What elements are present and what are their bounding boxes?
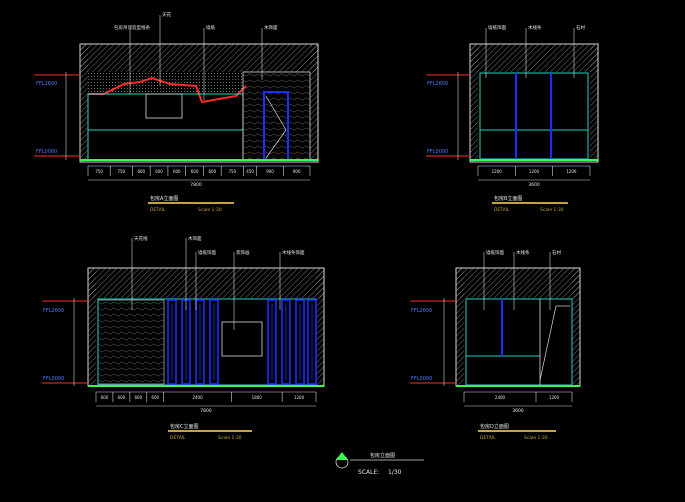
callout-label: 石材 [552, 249, 561, 256]
dimension-label: 750 [117, 169, 125, 174]
wood-slats [167, 299, 317, 385]
callout-label: 装饰画 [236, 249, 250, 256]
stone-wall [97, 299, 165, 385]
dimension-label: 450 [246, 169, 254, 174]
callout-label: 木饰面 [264, 24, 278, 31]
level-top: FFL2600 [427, 81, 448, 87]
level-bottom: FFL0000 [411, 376, 432, 382]
level-top: FFL2600 [36, 81, 57, 87]
dimension-label: 600 [208, 169, 216, 174]
callout-label: 天花 [162, 11, 171, 18]
callout-label: 墙纸饰面 [488, 24, 506, 31]
dimension-row: 1200 1200 1200 [477, 166, 591, 176]
sheet-scale-value: 1/30 [388, 469, 402, 476]
dimension-label: 600 [118, 395, 126, 400]
wood-slat [267, 299, 277, 385]
dimension-label: 600 [134, 395, 142, 400]
level-top: FFL2600 [411, 308, 432, 314]
scale-label: Scale 1:30 [218, 435, 242, 441]
view-title: 包房B立面图 [494, 195, 522, 202]
dimension-label: 600 [191, 169, 199, 174]
wood-slat [195, 299, 205, 385]
total-dimension: 7800 [190, 182, 202, 188]
dimension-label: 600 [101, 395, 109, 400]
dimension-label: 1200 [492, 169, 503, 174]
dimension-label: 600 [173, 169, 181, 174]
dimension-label: 600 [137, 169, 145, 174]
callout-label: 木线条 [528, 24, 542, 31]
dimension-label: 600 [155, 169, 163, 174]
wood-slat [281, 299, 291, 385]
dimension-label: 1200 [294, 395, 305, 400]
elevation-d: FFL2600 FFL0000 墙纸饰面 木线条 石材 2400 1200 360… [410, 249, 581, 441]
callout-label: 包房吊顶造型线条 [114, 24, 150, 31]
wood-slat [307, 299, 317, 385]
dimension-label: 1200 [529, 169, 540, 174]
dimension-row: 750 750 600 600 600 600 600 750 450 900 900 [87, 166, 311, 176]
level-markers: FFL2600 FFL0000 [34, 72, 80, 160]
left-wall-hatch [80, 44, 88, 162]
dimension-label: 2400 [495, 395, 506, 400]
total-dimension: 3600 [528, 182, 540, 188]
callout-label: 墙纸 [206, 24, 215, 31]
scale-label: Scale 1:30 [540, 207, 564, 213]
wood-slat [167, 299, 177, 385]
elevation-c: FFL2600 FFL0000 天花线 木饰面 墙纸饰面 装饰画 木线条饰面 6… [42, 235, 325, 441]
callout-label: 木线条 [516, 249, 530, 256]
callout-label: 天花线 [134, 235, 148, 242]
sheet-title-block: 包房立面图 SCALE: 1/30 [335, 452, 424, 476]
level-bottom: FFL0000 [43, 376, 64, 382]
dimension-row: 2400 1200 [463, 392, 573, 402]
total-dimension: 3600 [512, 408, 524, 414]
wood-slat [209, 299, 219, 385]
view-title: 包房C立面图 [170, 423, 199, 430]
view-title: 包房D立面图 [480, 423, 509, 430]
sheet-scale-label: SCALE: [358, 469, 379, 476]
callout-label: 墙纸饰面 [198, 249, 216, 256]
dimension-label: 1800 [252, 395, 263, 400]
detail-label: DETAIL [494, 207, 510, 213]
scale-label: Scale 1:30 [524, 435, 548, 441]
level-top: FFL2600 [43, 308, 64, 314]
detail-label: DETAIL [170, 435, 186, 441]
dimension-label: 750 [228, 169, 236, 174]
dimension-label: 600 [151, 395, 159, 400]
callout-label: 木线条饰面 [282, 249, 305, 256]
sheet-title: 包房立面图 [370, 452, 395, 459]
dimension-label: 750 [95, 169, 103, 174]
dimension-row: 600 600 600 600 2400 1800 1200 [95, 392, 317, 402]
view-title: 包房A立面图 [150, 195, 178, 202]
scale-label: Scale 1:30 [198, 207, 222, 213]
callout-label: 木饰面 [188, 235, 202, 242]
ceiling-hatch [80, 44, 318, 72]
painting-frame [221, 321, 263, 357]
callouts-a: 天花 包房吊顶造型线条 墙纸 木饰面 [114, 11, 278, 100]
callout-label: 墙纸饰面 [486, 249, 504, 256]
north-arrow-icon [336, 452, 348, 460]
right-wall-hatch [310, 44, 318, 162]
dimension-label: 900 [293, 169, 301, 174]
dimension-label: 2400 [192, 395, 203, 400]
dimension-label: 900 [266, 169, 274, 174]
dimension-label: 1200 [549, 395, 560, 400]
total-dimension: 7800 [200, 408, 212, 414]
wood-slat [295, 299, 305, 385]
detail-label: DETAIL [150, 207, 166, 213]
ceiling-profile-line [88, 76, 247, 104]
level-bottom: FFL0000 [427, 149, 448, 155]
level-bottom: FFL0000 [36, 149, 57, 155]
dimension-label: 1200 [566, 169, 577, 174]
detail-label: DETAIL [480, 435, 496, 441]
stone-wall [242, 71, 311, 161]
callout-label: 石材 [576, 24, 585, 31]
